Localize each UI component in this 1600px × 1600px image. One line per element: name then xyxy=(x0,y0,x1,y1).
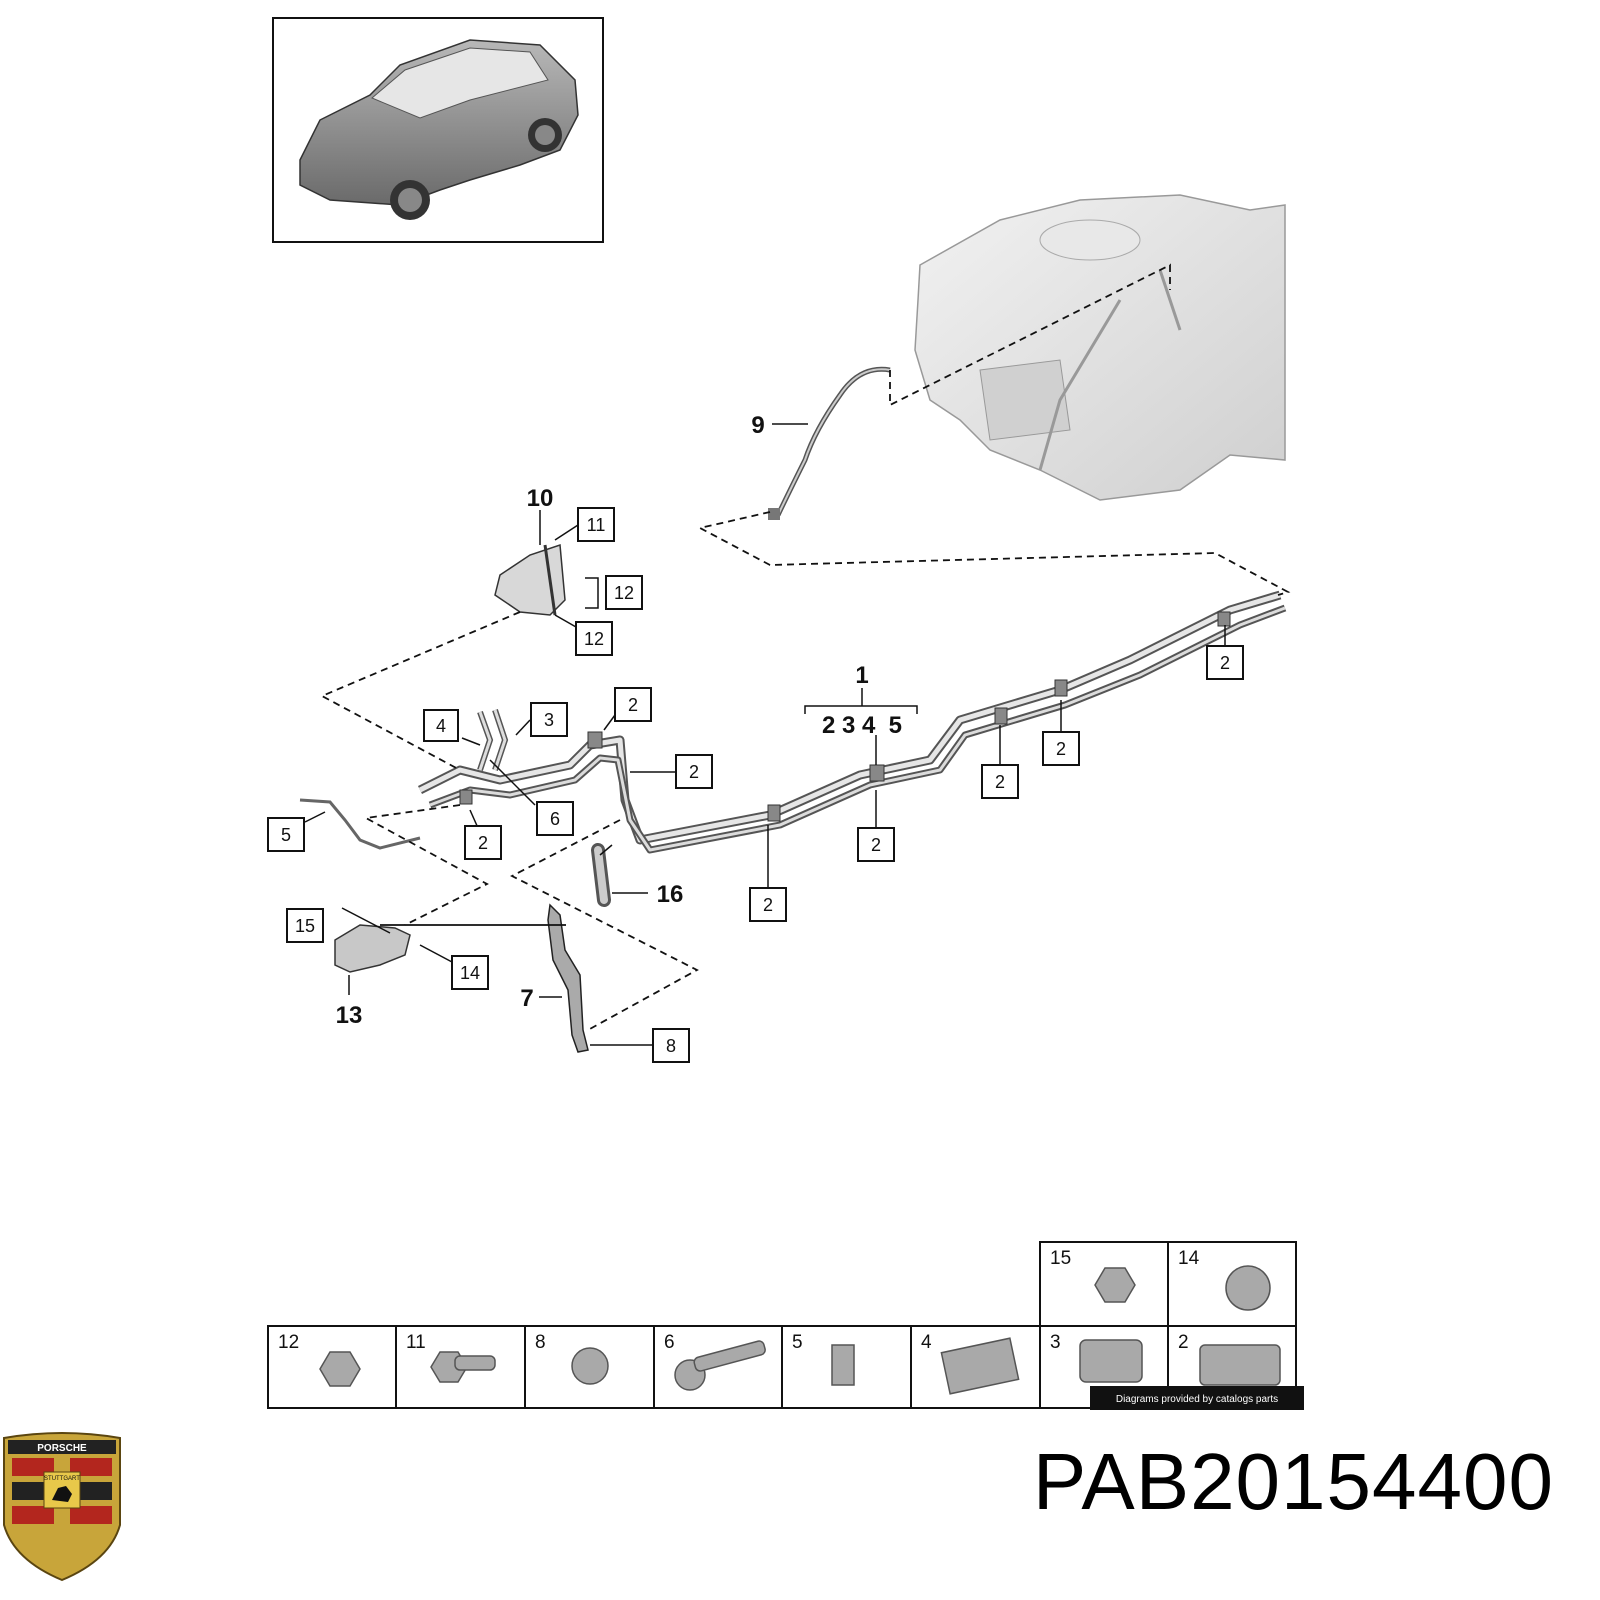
callout-16: 16 xyxy=(657,881,684,908)
callout-7: 7 xyxy=(520,985,533,1012)
svg-text:4: 4 xyxy=(436,716,446,736)
leader-lines xyxy=(304,423,1226,1046)
callout-10: 10 xyxy=(527,485,554,512)
hw-11-bolt xyxy=(430,1351,496,1383)
horse-icon xyxy=(52,1486,72,1502)
credit-banner: Diagrams provided by catalogs parts xyxy=(1090,1386,1304,1410)
car-illustration xyxy=(299,39,579,220)
box-15: 15 xyxy=(286,908,324,943)
hardware-table: 15 14 12 11 8 6 5 4 3 2 xyxy=(267,1241,1297,1409)
cell-label-15: 15 xyxy=(1050,1248,1071,1269)
cell-label-3: 3 xyxy=(1050,1332,1061,1353)
fuel-tank xyxy=(914,194,1286,501)
svg-text:11: 11 xyxy=(587,515,606,535)
plain-callouts: 9 10 1 2 3 4 5 16 7 13 xyxy=(336,412,902,1029)
cell-label-8: 8 xyxy=(535,1332,546,1353)
box-14: 14 xyxy=(451,955,489,990)
svg-text:2: 2 xyxy=(628,695,638,715)
part-number: PAB20154400 xyxy=(1032,1437,1554,1526)
box-2e: 2 xyxy=(857,827,895,862)
svg-text:2: 2 xyxy=(1056,739,1066,759)
box-12a: 12 xyxy=(605,575,643,610)
box-3: 3 xyxy=(530,702,568,737)
svg-text:2: 2 xyxy=(689,762,699,782)
svg-text:PORSCHE: PORSCHE xyxy=(37,1443,87,1454)
svg-text:2: 2 xyxy=(1220,653,1230,673)
hw-15-nut xyxy=(1094,1267,1136,1303)
box-2d: 2 xyxy=(749,887,787,922)
hw-3-holder xyxy=(1079,1339,1143,1383)
cell-label-4: 4 xyxy=(921,1332,932,1353)
svg-text:12: 12 xyxy=(614,583,634,603)
svg-text:8: 8 xyxy=(666,1036,676,1056)
box-8: 8 xyxy=(652,1028,690,1063)
callout-9: 9 xyxy=(751,412,764,439)
svg-text:6: 6 xyxy=(550,809,560,829)
cell-label-11: 11 xyxy=(406,1332,426,1353)
svg-text:12: 12 xyxy=(584,629,604,649)
cell-label-2: 2 xyxy=(1178,1332,1189,1353)
svg-text:STUTTGART: STUTTGART xyxy=(44,1476,80,1482)
box-2c: 2 xyxy=(464,825,502,860)
part-1-fuel-lines xyxy=(417,590,1287,854)
callout-13: 13 xyxy=(336,1002,363,1029)
svg-text:Diagrams provided by catalogs: Diagrams provided by catalogs parts xyxy=(1116,1394,1278,1405)
part-5-line xyxy=(299,798,421,850)
part-10-bracket xyxy=(494,543,566,616)
part-9-hose xyxy=(768,366,891,520)
svg-text:3: 3 xyxy=(544,710,554,730)
hw-6-stud xyxy=(674,1340,766,1391)
boxed-callouts: 11 12 12 4 3 2 2 5 2 6 15 14 8 2 2 2 2 2 xyxy=(267,507,1244,1063)
hw-4-clip xyxy=(940,1337,1020,1395)
hw-8-nut xyxy=(571,1347,609,1385)
box-2b: 2 xyxy=(675,754,713,789)
box-6: 6 xyxy=(536,801,574,836)
box-2g: 2 xyxy=(1042,731,1080,766)
svg-text:2: 2 xyxy=(763,895,773,915)
cell-label-6: 6 xyxy=(664,1332,675,1353)
svg-text:2: 2 xyxy=(478,833,488,853)
hw-14-nut xyxy=(1225,1265,1271,1311)
part-13-bracket xyxy=(334,924,411,973)
cell-label-14: 14 xyxy=(1178,1248,1200,1269)
box-2h: 2 xyxy=(1206,645,1244,680)
cell-label-5: 5 xyxy=(792,1332,803,1353)
svg-text:5: 5 xyxy=(281,825,291,845)
box-5: 5 xyxy=(267,817,305,852)
line-clips xyxy=(459,611,1231,822)
porsche-crest-logo: PORSCHE STUTTGART xyxy=(3,1432,121,1582)
box-2f: 2 xyxy=(981,764,1019,799)
cell-label-12: 12 xyxy=(278,1332,299,1353)
dashed-leaders xyxy=(319,263,1291,1031)
hw-5-clip xyxy=(831,1344,855,1386)
callout-1-subparts: 2 3 4 5 xyxy=(822,712,902,739)
box-11: 11 xyxy=(577,507,615,542)
svg-text:14: 14 xyxy=(460,963,480,983)
box-2a: 2 xyxy=(614,687,652,722)
box-4: 4 xyxy=(423,709,459,742)
svg-text:2: 2 xyxy=(995,772,1005,792)
vehicle-overview xyxy=(272,17,604,243)
box-12b: 12 xyxy=(575,621,613,656)
svg-text:15: 15 xyxy=(295,916,315,936)
hw-2-clip xyxy=(1199,1344,1281,1386)
hw-12-nut xyxy=(319,1351,361,1387)
part-7-bracket xyxy=(547,903,589,1053)
callout-1: 1 xyxy=(855,662,868,689)
svg-text:2: 2 xyxy=(871,835,881,855)
